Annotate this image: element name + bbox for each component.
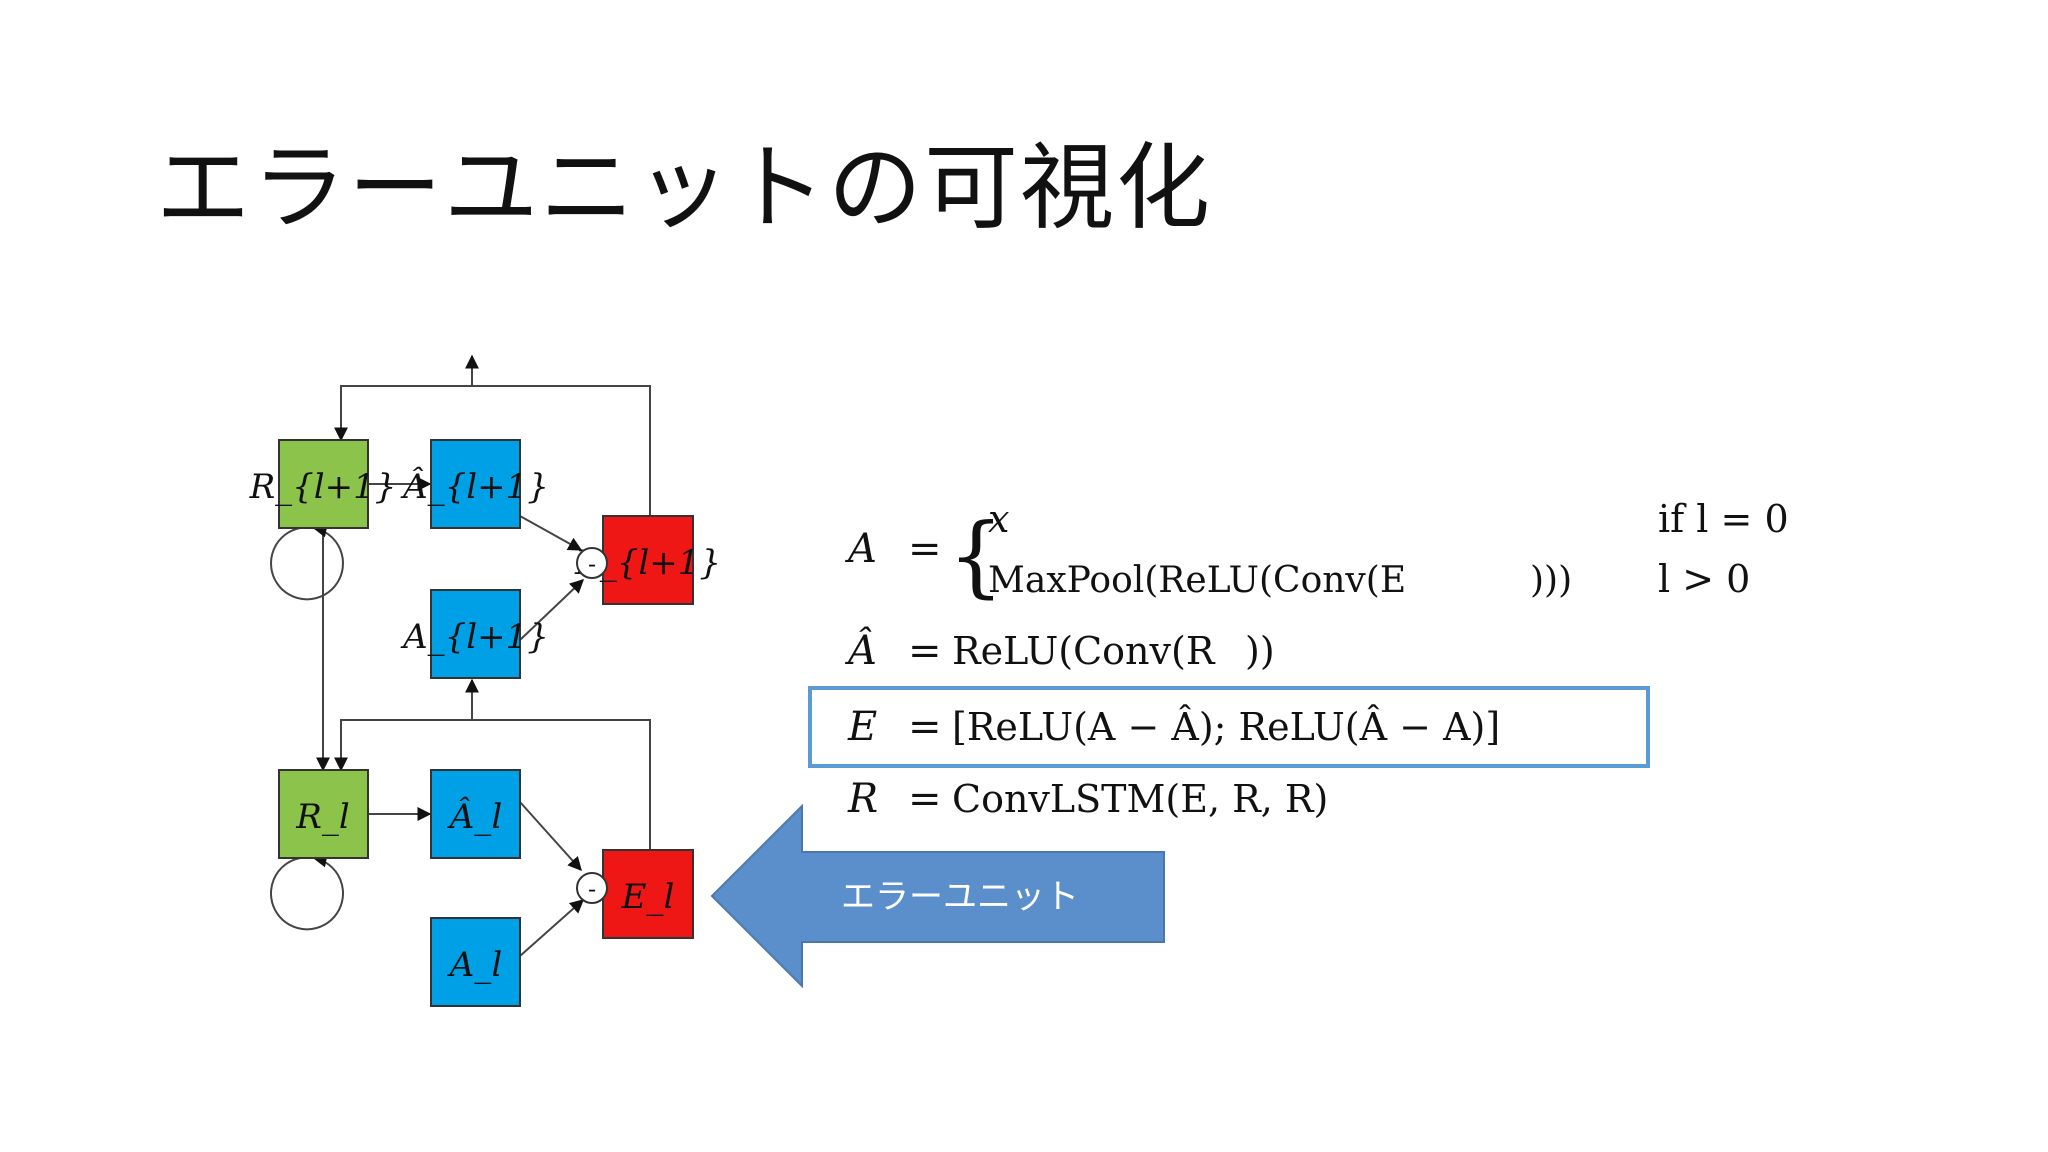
lower-prediction-box: Â_l (430, 769, 521, 859)
lower-subtract-symbol: - (588, 875, 596, 903)
error-equation-highlight (808, 686, 1650, 768)
lower-target-box: A_l (430, 917, 521, 1007)
connector-lines (270, 354, 651, 957)
equations-block: A = { x if l = 0 MaxPool(ReLU(Conv(E )))… (808, 497, 1789, 822)
upper-target-to-error-line (519, 579, 585, 641)
upper-error-feedback-line (334, 385, 651, 516)
lower-target-to-error-line (519, 899, 585, 957)
prediction-equation-equals: = (908, 628, 942, 674)
error-equation-lhs: E (847, 704, 877, 750)
error-equation: E = [ReLU(A − Â); ReLU(Â − A)] (808, 686, 1650, 768)
lower-representation-box: R_l (278, 769, 369, 859)
lower-error-feedback-line (334, 719, 651, 850)
upper-representation-label: R_{l+1} (249, 467, 397, 507)
error-equation-rhs: [ReLU(A − Â); ReLU(Â − A)] (952, 705, 1500, 749)
prediction-equation-lhs: Â (844, 627, 877, 674)
lower-self-loop (270, 853, 344, 931)
prediction-equation-rhs: ReLU(Conv(R (952, 629, 1216, 673)
upper-target-label: A_{l+1} (400, 617, 549, 657)
target-case1-condition: if l = 0 (1658, 497, 1789, 541)
lower-layer: R_l Â_l A_l E_l - (278, 769, 694, 1007)
upper-subtract-node: - (576, 547, 608, 579)
lower-representation-label: R_l (295, 797, 349, 837)
target-equation-equals: = (908, 526, 942, 572)
representation-equation-rhs: ConvLSTM(E, R, R) (952, 777, 1328, 821)
lower-target-label: A_l (447, 945, 502, 985)
representation-equation: R = ConvLSTM(E, R, R) (847, 776, 1328, 822)
upper-self-loop (270, 523, 344, 601)
upper-layer: R_{l+1} Â_{l+1} A_{l+1} E_{l+1} - (249, 439, 721, 679)
prediction-equation-tail: )) (1245, 629, 1275, 673)
upper-error-box: E_{l+1} (574, 515, 721, 605)
error-equation-equals: = (908, 704, 942, 750)
target-equation: A = { x if l = 0 MaxPool(ReLU(Conv(E )))… (844, 497, 1789, 607)
upper-subtract-symbol: - (588, 550, 596, 578)
target-case1-expr: x (988, 497, 1009, 541)
callout-arrow-shape (710, 803, 1165, 989)
lower-error-box: E_l (602, 849, 694, 939)
target-case2-expr: MaxPool(ReLU(Conv(E (988, 560, 1406, 601)
lower-prediction-to-error-line (519, 801, 582, 872)
target-case2-condition: l > 0 (1658, 557, 1750, 601)
target-equation-lhs: A (844, 526, 877, 572)
upper-prediction-box: Â_{l+1} (400, 439, 549, 529)
lower-prediction-label: Â_l (447, 796, 502, 837)
callout-label: エラーユニット (841, 877, 1079, 917)
error-unit-callout: エラーユニット (710, 803, 1165, 989)
representation-equation-equals: = (908, 776, 942, 822)
slide-title: エラーユニットの可視化 (156, 134, 1213, 243)
lower-subtract-node: - (576, 872, 608, 904)
prediction-equation: Â = ReLU(Conv(R )) (844, 627, 1275, 674)
upper-prediction-to-error-line (519, 515, 583, 551)
lower-error-label: E_l (621, 877, 675, 917)
representation-equation-lhs: R (847, 776, 878, 822)
upper-prediction-label: Â_{l+1} (400, 466, 549, 507)
upper-representation-box: R_{l+1} (249, 439, 397, 529)
target-equation-brace: { (948, 504, 1004, 607)
target-case2-tail: ))) (1530, 560, 1572, 601)
upper-target-box: A_{l+1} (400, 589, 549, 679)
